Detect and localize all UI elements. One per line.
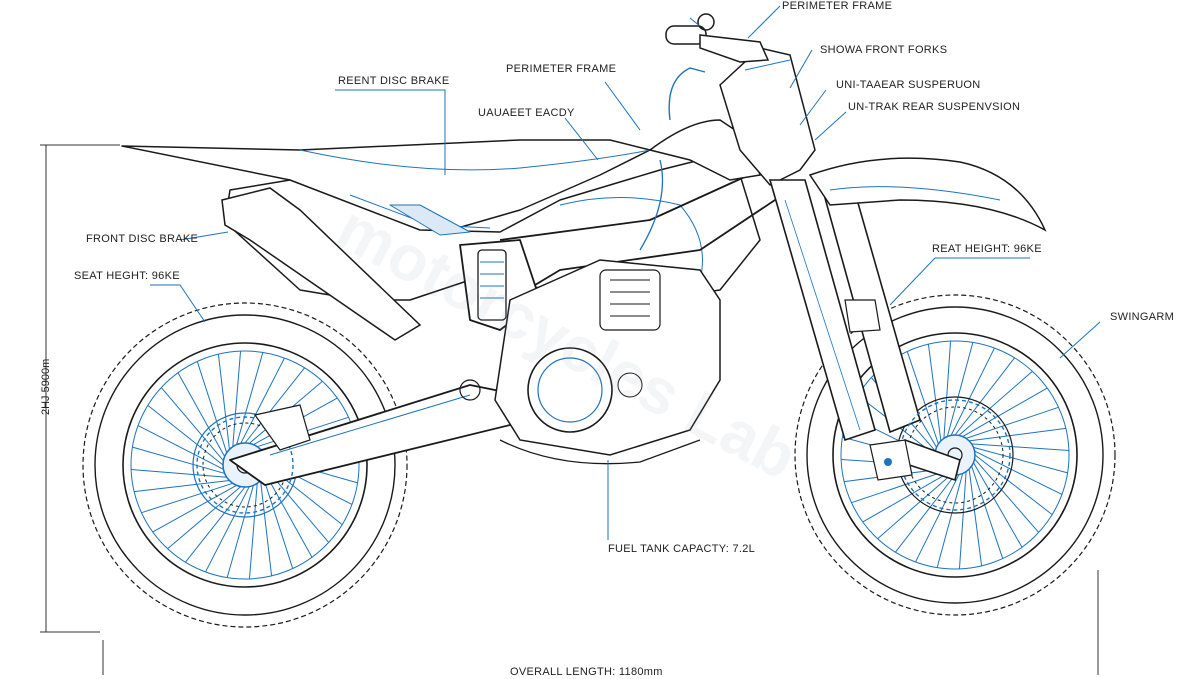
spoke	[950, 347, 995, 436]
front-forks	[768, 174, 961, 482]
spoke	[958, 471, 967, 569]
vertical-dimension	[40, 144, 120, 633]
spoke	[131, 468, 227, 478]
label-reent-disc-brake: REENT DISC BRAKE	[338, 75, 450, 87]
spoke	[851, 471, 945, 504]
spoke	[968, 469, 983, 566]
spoke	[962, 387, 1048, 437]
front-fender	[808, 157, 1047, 232]
spoke	[217, 354, 230, 450]
spoke	[973, 462, 1023, 548]
spoke	[134, 480, 230, 493]
spoke	[160, 387, 224, 462]
spoke	[969, 427, 1066, 442]
spoke	[232, 351, 242, 447]
spoke	[915, 474, 960, 563]
rear-shock	[477, 249, 507, 321]
spoke	[205, 486, 250, 573]
spoke	[196, 361, 228, 453]
label-fuel-tank: FUEL TANK CAPACTY: 7.2L	[608, 543, 756, 555]
spoke	[262, 477, 294, 569]
leader-lines	[150, 5, 1101, 540]
spoke	[141, 482, 233, 514]
label-showa-front-forks: SHOWA FRONT FORKS	[820, 44, 948, 56]
spoke	[958, 370, 1033, 436]
spoke	[974, 458, 1040, 533]
spoke	[965, 406, 1059, 439]
label-overall-length: OVERALL LENGTH: 1180mm	[510, 666, 663, 678]
rear-brake-disc	[196, 404, 311, 514]
label-uni-trak-1: UNI-TAAEAR SUSPERUON	[836, 79, 981, 91]
spoke	[244, 367, 305, 444]
front-brake-disc	[869, 399, 1011, 511]
spoke	[974, 454, 1053, 515]
spoke	[973, 446, 1068, 474]
spoke	[152, 484, 237, 533]
spoke	[132, 446, 225, 474]
spoke	[895, 474, 956, 553]
label-perimeter-frame-mid: PERIMETER FRAME	[506, 63, 617, 75]
spoke	[862, 473, 948, 523]
spoke	[927, 344, 942, 441]
spoke	[240, 357, 285, 444]
spoke	[177, 372, 226, 457]
handlebar	[665, 13, 770, 63]
spoke	[936, 473, 964, 568]
tank-and-shroud	[648, 47, 816, 186]
spoke	[226, 485, 254, 578]
spoke	[264, 473, 313, 558]
engine	[459, 159, 721, 465]
spoke	[236, 352, 264, 445]
label-uni-trak-2: UN-TRAK REAR SUSPENVSION	[848, 101, 1021, 113]
spoke	[877, 474, 952, 540]
spoke	[954, 357, 1015, 436]
label-perimeter-frame-top: PERIMETER FRAME	[782, 0, 893, 12]
spoke	[137, 425, 224, 470]
spoke	[147, 405, 224, 466]
label-front-disc-brake: FRONT DISC BRAKE	[86, 233, 199, 245]
spoke	[248, 483, 258, 579]
spoke	[971, 465, 1004, 559]
spoke	[971, 443, 1069, 452]
spoke	[185, 486, 246, 563]
horizontal-dimension	[102, 570, 1099, 675]
label-seat-height-left: SEAT HEGHT: 96KE	[74, 270, 180, 282]
spoke	[906, 351, 939, 445]
label-swingarm: SWINGARM	[1110, 311, 1175, 323]
spoke	[946, 342, 974, 437]
spoke	[943, 341, 952, 439]
label-vertical-dimension: 2HJ 5900m	[40, 358, 52, 415]
label-uauaeet-eacdy: UAUAEET EACDY	[478, 107, 575, 119]
label-reat-height-right: REAT HEIGHT: 96KE	[932, 243, 1042, 255]
spoke	[974, 450, 1063, 495]
spoke	[167, 486, 242, 550]
spoke	[260, 480, 273, 576]
